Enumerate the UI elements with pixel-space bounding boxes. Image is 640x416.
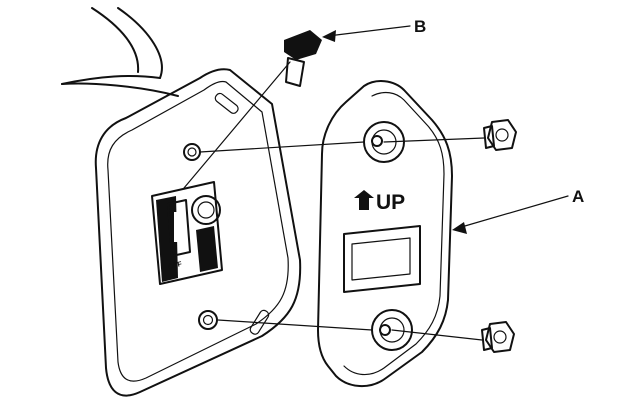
switch-off-label: OFF xyxy=(167,261,183,271)
up-arrow-icon xyxy=(354,190,374,210)
callout-arrow-b xyxy=(322,25,411,42)
leader-b-to-switch xyxy=(183,61,291,189)
callout-label-a: A xyxy=(572,187,584,206)
panel-screw-hole-lower xyxy=(198,310,218,330)
cover-up-label: UP xyxy=(376,191,405,214)
cover-plate-a: UP xyxy=(317,80,453,387)
recess-panel xyxy=(94,68,302,397)
bolt-axis-lines xyxy=(199,137,485,341)
bolt-lower xyxy=(481,321,515,353)
panel-screw-hole-upper xyxy=(183,143,201,161)
callout-arrow-a xyxy=(452,195,569,234)
callout-label-b: B xyxy=(414,17,426,36)
clip-part-b xyxy=(284,30,322,87)
switch-assembly: OFF xyxy=(151,181,223,285)
body-contour xyxy=(61,7,179,97)
bolt-upper xyxy=(483,119,517,151)
